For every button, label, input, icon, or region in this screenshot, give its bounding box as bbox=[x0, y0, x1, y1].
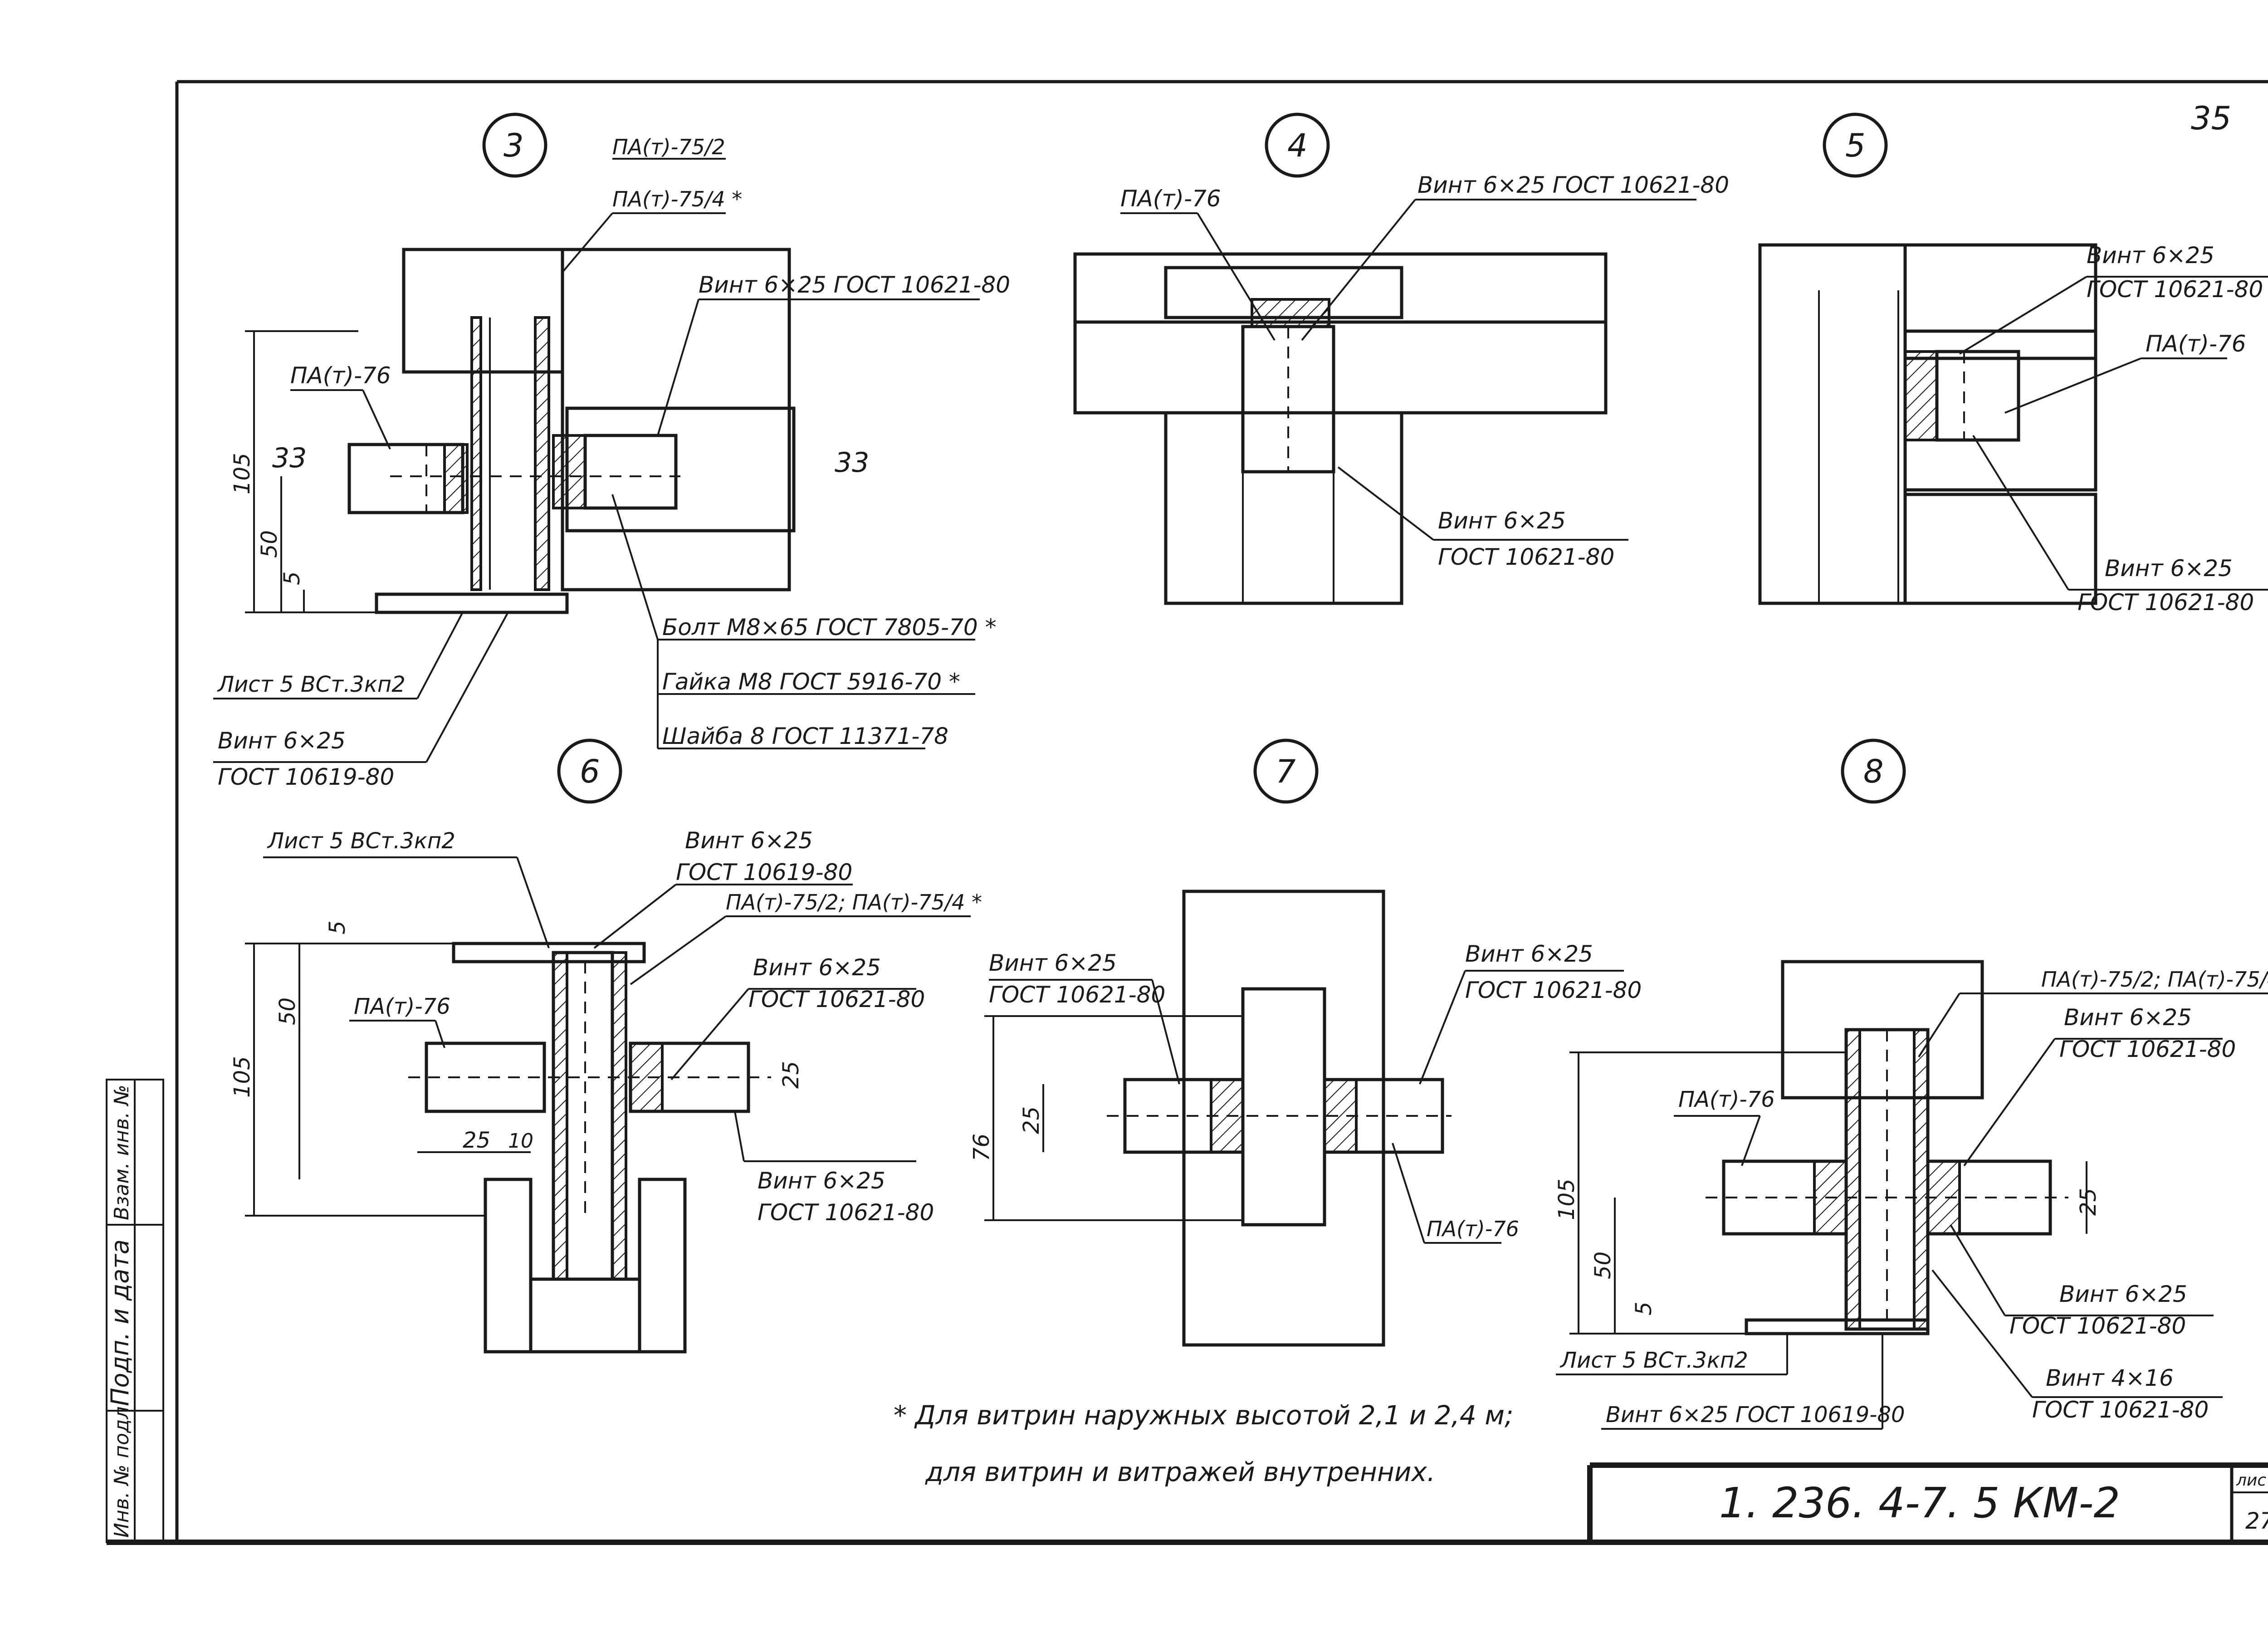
detail-5: 5 Винт 6×25 ГОСТ 10621-80 ПА(т)-76 Винт … bbox=[1758, 112, 2268, 616]
d7-label-pa-76: ПА(т)-76 bbox=[1427, 1217, 1519, 1241]
d3-label-sheet: Лист 5 ВСт.3кп2 bbox=[217, 672, 406, 697]
detail-7-marker bbox=[1253, 738, 1319, 804]
d4-label-vint-top: Винт 6×25 ГОСТ 10621-80 bbox=[1418, 172, 1729, 198]
d8-label-vint-mid-2: ГОСТ 10621-80 bbox=[2009, 1313, 2186, 1339]
d5-label-pa-76: ПА(т)-76 bbox=[2146, 331, 2246, 357]
d5-label-vint-bottom-2: ГОСТ 10621-80 bbox=[2077, 589, 2254, 616]
detail-4: 4 ПА(т)-76 Винт 6×25 ГОСТ 10621-80 Винт … bbox=[1073, 112, 1729, 605]
d8-dim-25: 25 bbox=[2076, 1188, 2101, 1216]
side-stamp: Инв. № подл. Подп. и дата Взам. инв. № bbox=[106, 1079, 164, 1543]
d5-label-vint-top-1: Винт 6×25 bbox=[2087, 242, 2214, 269]
d8-label-pa-76: ПА(т)-76 bbox=[1678, 1087, 1775, 1112]
d3-label-bolt: Болт М8×65 ГОСТ 7805-70 * bbox=[662, 614, 997, 640]
stamp-inv-podl: Инв. № подл. bbox=[110, 1400, 133, 1538]
d3-label-vint-bottom-1: Винт 6×25 bbox=[218, 728, 346, 754]
d6-label-pa-75: ПА(т)-75/2; ПА(т)-75/4 * bbox=[726, 890, 982, 914]
d8-label-sheet: Лист 5 ВСт.3кп2 bbox=[1559, 1348, 1748, 1373]
detail-3-marker bbox=[482, 112, 547, 178]
stamp-podp-data: Подп. и дата bbox=[106, 1239, 134, 1406]
d4-label-vint-bottom-1: Винт 6×25 bbox=[1438, 508, 1566, 534]
d3-dim-50: 50 bbox=[257, 530, 282, 558]
d6-label-vint-top-2: ГОСТ 10619-80 bbox=[676, 859, 852, 885]
d3-dim-5: 5 bbox=[279, 571, 305, 585]
svg-text:7: 7 bbox=[1276, 753, 1296, 790]
document-code: 1. 236. 4-7. 5 КМ-2 bbox=[1719, 1479, 2120, 1527]
title-block: 1. 236. 4-7. 5 КМ-2 лис 27 bbox=[1587, 1462, 2268, 1542]
d6-dim-25-right: 25 bbox=[778, 1061, 804, 1089]
d8-dim-105: 105 bbox=[1554, 1178, 1579, 1220]
d3-dim-105: 105 bbox=[230, 453, 255, 494]
d7-label-vint-right-2: ГОСТ 10621-80 bbox=[1465, 977, 1642, 1003]
svg-text:6: 6 bbox=[580, 753, 600, 790]
page-number: 35 bbox=[2191, 100, 2231, 137]
d6-label-vint-bottom-2: ГОСТ 10621-80 bbox=[758, 1199, 934, 1226]
sheet-number: 27 bbox=[2245, 1508, 2268, 1534]
d6-dim-105: 105 bbox=[230, 1056, 255, 1098]
detail-8: 8 ПА(т)-75/2; ПА(т)-75/4 * Винт 6×25 Г bbox=[1554, 738, 2268, 1430]
d6-label-vint-top-1: Винт 6×25 bbox=[685, 827, 813, 854]
svg-text:4: 4 bbox=[1287, 127, 1308, 164]
d3-section-left: 33 bbox=[272, 442, 307, 474]
d7-dim-25: 25 bbox=[1019, 1106, 1044, 1134]
d3-label-pa-75-2: ПА(т)-75/2 bbox=[612, 135, 725, 159]
d4-label-vint-bottom-2: ГОСТ 10621-80 bbox=[1438, 544, 1614, 570]
d3-label-vint-bottom-2: ГОСТ 10619-80 bbox=[218, 764, 394, 790]
d4-label-pa-76: ПА(т)-76 bbox=[1120, 186, 1221, 212]
detail-6-marker bbox=[557, 738, 622, 804]
detail-3: 3 ПА(т bbox=[213, 112, 1010, 790]
d8-label-vint-top-1: Винт 6×25 bbox=[2064, 1004, 2192, 1031]
d7-dim-76: 76 bbox=[969, 1134, 994, 1161]
d6-label-vint-bottom-1: Винт 6×25 bbox=[758, 1168, 885, 1194]
d6-label-pa-76: ПА(т)-76 bbox=[354, 994, 450, 1019]
detail-5-marker bbox=[1823, 112, 1888, 178]
d3-label-nut: Гайка М8 ГОСТ 5916-70 * bbox=[662, 669, 960, 695]
d5-label-vint-top-2: ГОСТ 10621-80 bbox=[2087, 276, 2263, 303]
d5-label-vint-bottom-1: Винт 6×25 bbox=[2105, 555, 2233, 582]
d3-label-washer: Шайба 8 ГОСТ 11371-78 bbox=[662, 723, 948, 749]
d8-dim-5: 5 bbox=[1631, 1301, 1657, 1315]
stamp-vzam-inv: Взам. инв. № bbox=[110, 1085, 133, 1220]
d8-label-vint-small-1: Винт 4×16 bbox=[2046, 1365, 2174, 1391]
d8-label-pa-75: ПА(т)-75/2; ПА(т)-75/4 * bbox=[2041, 967, 2268, 992]
detail-7: 7 Винт 6×25 ГОСТ 10621-80 Винт 6×25 ГОСТ… bbox=[969, 738, 1642, 1347]
d8-label-vint-small-2: ГОСТ 10621-80 bbox=[2032, 1397, 2209, 1423]
d7-label-vint-left-2: ГОСТ 10621-80 bbox=[989, 982, 1165, 1008]
d6-label-vint-mid-1: Винт 6×25 bbox=[753, 954, 881, 981]
d3-label-vint-top: Винт 6×25 ГОСТ 10621-80 bbox=[699, 272, 1010, 298]
sheet-label: лис bbox=[2236, 1471, 2266, 1490]
d6-label-vint-mid-2: ГОСТ 10621-80 bbox=[748, 986, 925, 1012]
d6-label-sheet: Лист 5 ВСт.3кп2 bbox=[267, 828, 455, 854]
detail-8-marker bbox=[1841, 738, 1906, 804]
d8-dim-50: 50 bbox=[1590, 1252, 1616, 1279]
d7-label-vint-left-1: Винт 6×25 bbox=[989, 950, 1117, 976]
d8-label-vint-bottom: Винт 6×25 ГОСТ 10619-80 bbox=[1606, 1402, 1905, 1428]
footnote-line-1: * Для витрин наружных высотой 2,1 и 2,4 … bbox=[894, 1400, 1514, 1431]
d8-label-vint-mid-1: Винт 6×25 bbox=[2059, 1281, 2187, 1307]
d7-label-vint-right-1: Винт 6×25 bbox=[1465, 941, 1593, 967]
svg-text:8: 8 bbox=[1863, 753, 1884, 790]
d6-dim-10: 10 bbox=[508, 1129, 533, 1153]
d6-dim-5: 5 bbox=[325, 920, 350, 934]
d6-dim-25: 25 bbox=[463, 1128, 490, 1153]
svg-text:5: 5 bbox=[1845, 127, 1866, 164]
d3-section-right: 33 bbox=[835, 447, 869, 479]
detail-4-marker bbox=[1265, 112, 1330, 178]
sheet-frame bbox=[107, 80, 2268, 1545]
d6-dim-50: 50 bbox=[275, 997, 300, 1025]
d3-label-pa-76: ПА(т)-76 bbox=[290, 362, 391, 389]
footnote-line-2: для витрин и витражей внутренних. bbox=[925, 1457, 1435, 1487]
d3-label-pa-75-4: ПА(т)-75/4 * bbox=[612, 187, 742, 211]
svg-text:3: 3 bbox=[503, 127, 524, 164]
detail-6: 6 Лист 5 ВСт.3кп2 Винт 6×25 ГОСТ 10619-8… bbox=[230, 738, 982, 1354]
d8-label-vint-top-2: ГОСТ 10621-80 bbox=[2059, 1036, 2236, 1062]
